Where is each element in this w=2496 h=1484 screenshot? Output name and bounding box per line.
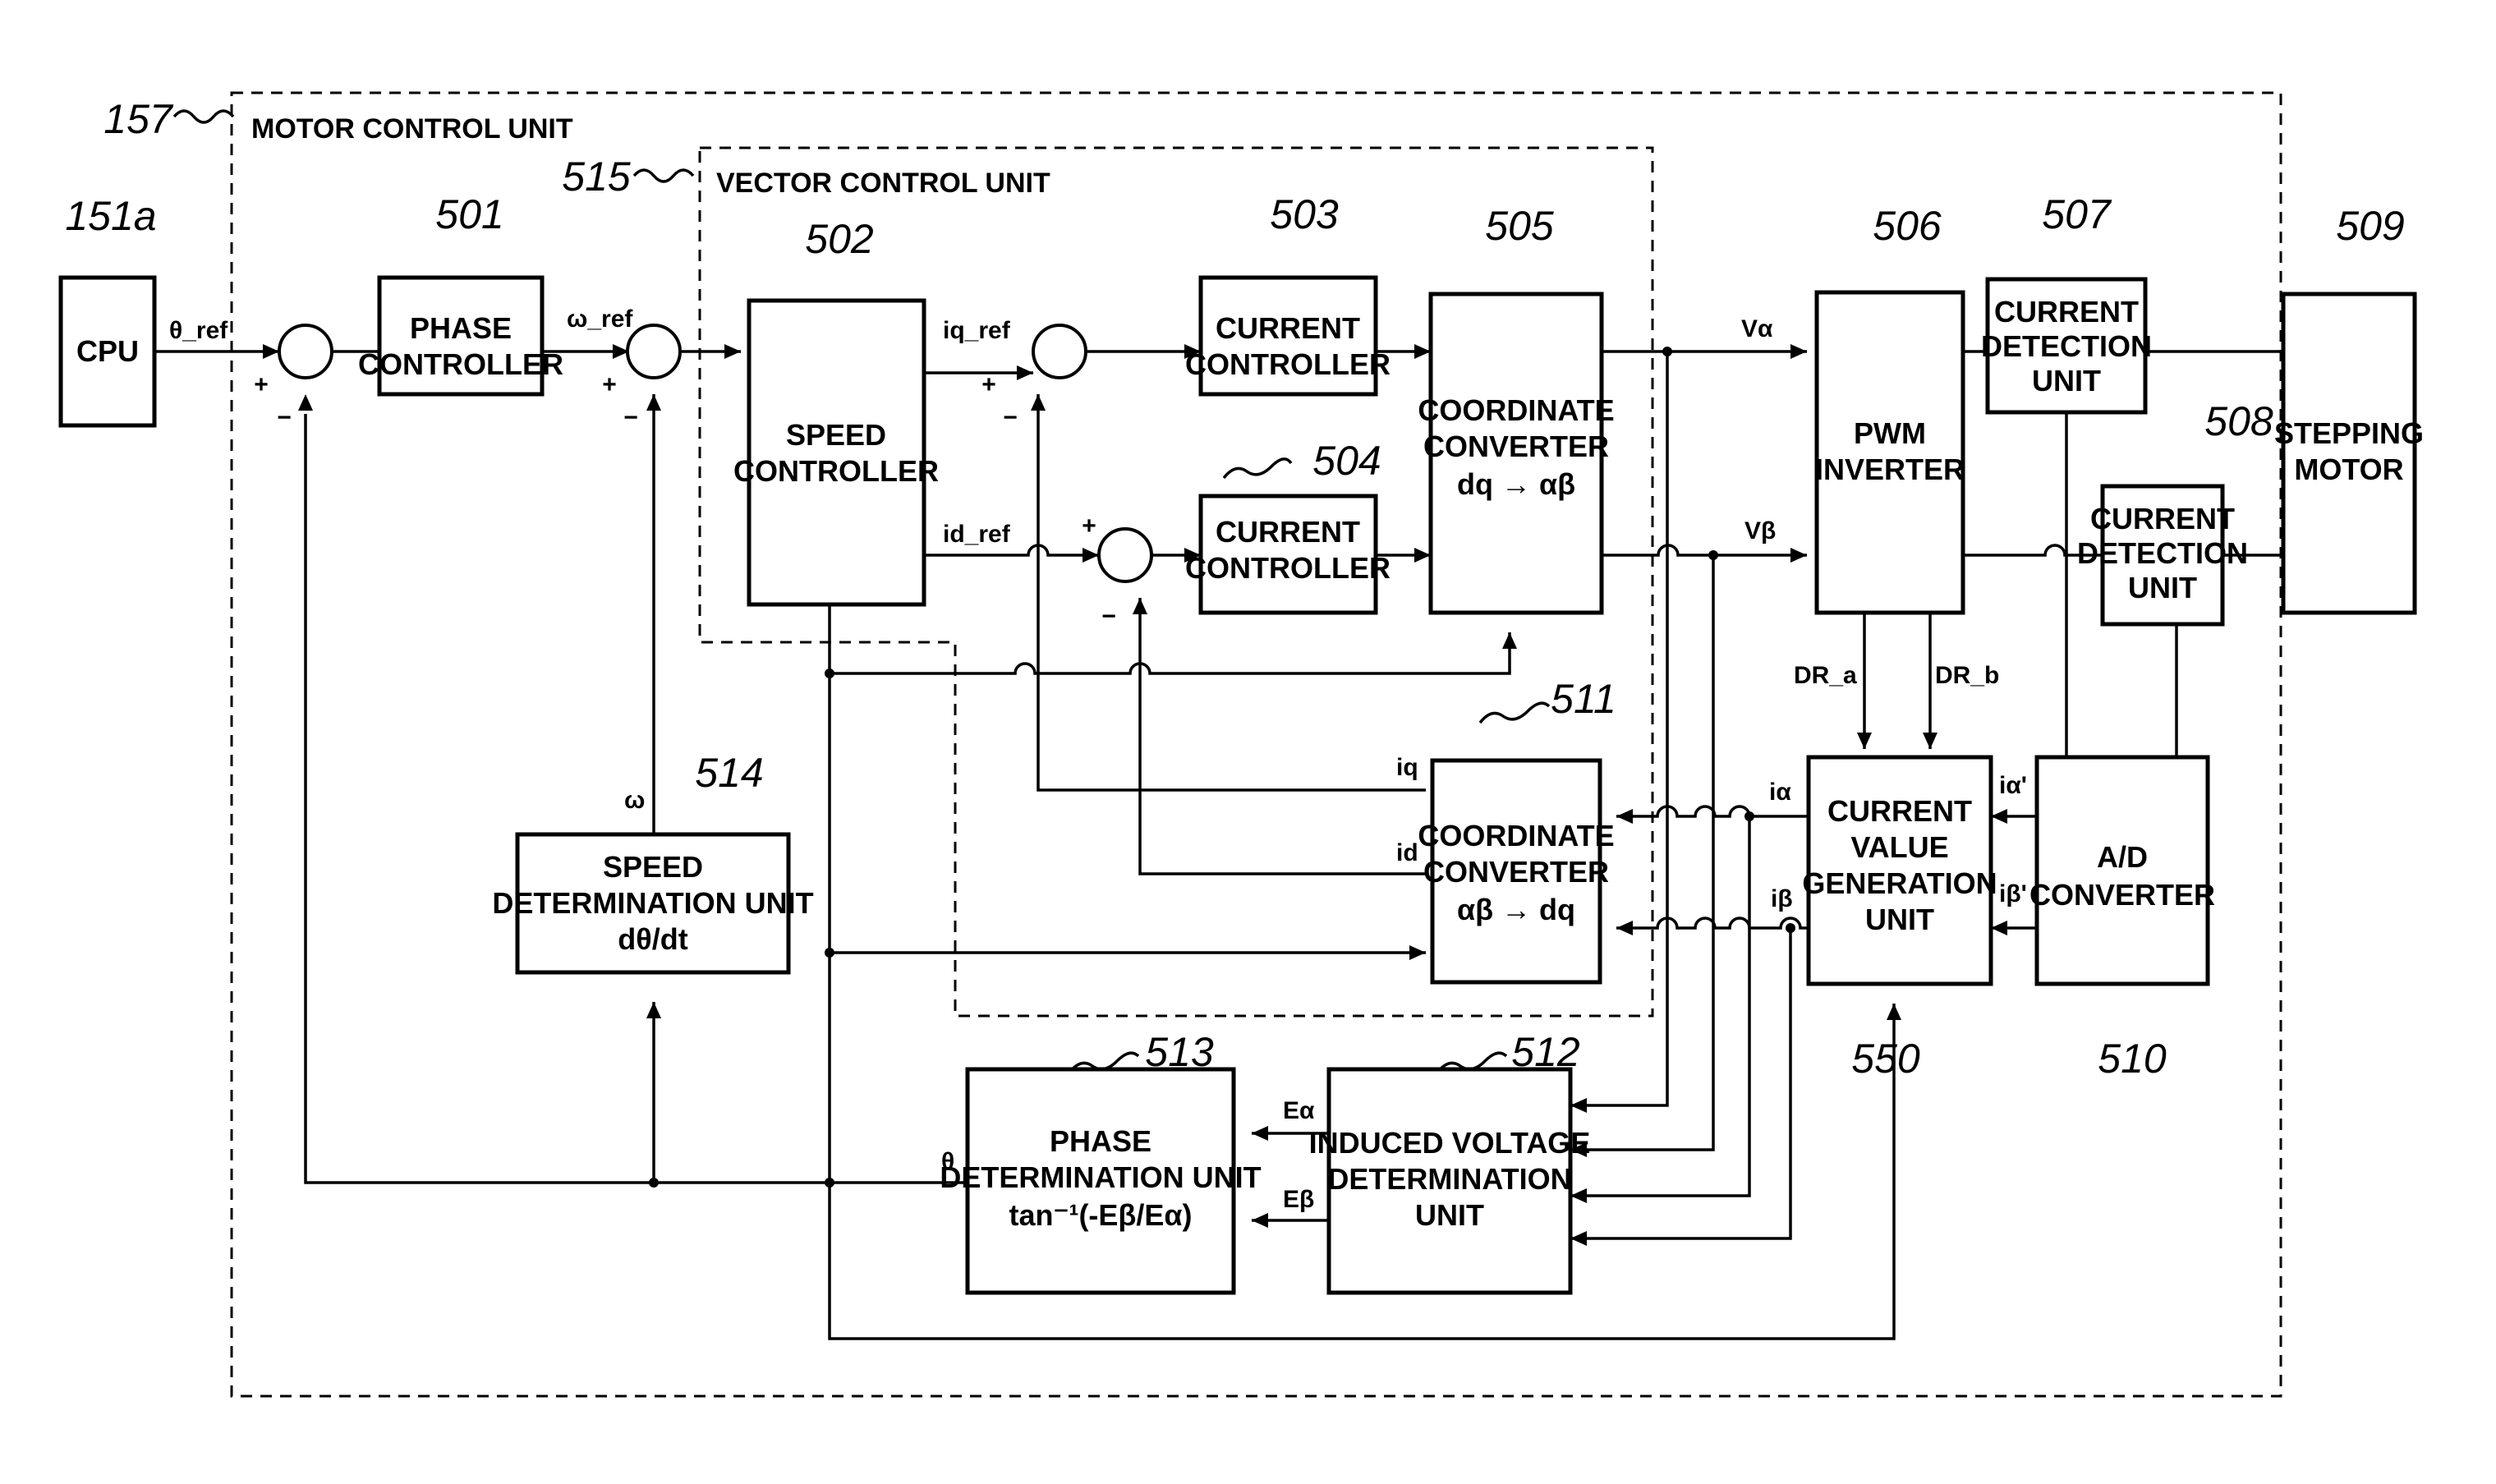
signal-e-alpha: Eα — [1283, 1097, 1315, 1124]
ad-converter-block: A/DCONVERTER — [2029, 757, 2215, 984]
signal-i-alpha: iα — [1769, 779, 1791, 806]
ref-514: 514 — [695, 750, 763, 796]
pwm-inverter-block: PWMINVERTER — [1815, 292, 1965, 613]
sign-marks: + − + − + − + − — [254, 371, 1116, 630]
induced-voltage-determination-unit-block: INDUCED VOLTAGEDETERMINATIONUNIT — [1309, 1069, 1591, 1293]
signal-i-beta-prime: iβ' — [1999, 880, 2027, 907]
signal-omega: ω — [624, 787, 645, 814]
ref-507: 507 — [2042, 191, 2112, 237]
ref-509: 509 — [2336, 203, 2404, 249]
vector-control-unit-title: VECTOR CONTROL UNIT — [716, 168, 1050, 199]
signal-i-beta: iβ — [1771, 885, 1793, 912]
signal-omega-ref: ω_ref — [567, 306, 633, 333]
ref-504-leader — [1224, 459, 1291, 478]
ref-151a: 151a — [65, 193, 156, 239]
sum-junction-phase — [279, 325, 332, 378]
ref-504: 504 — [1312, 438, 1381, 484]
stepping-motor-block: STEPPINGMOTOR — [2274, 294, 2424, 613]
ref-157: 157 — [103, 96, 174, 142]
ref-511-leader — [1480, 703, 1549, 723]
signal-v-beta: Vβ — [1744, 517, 1776, 544]
ref-510: 510 — [2098, 1036, 2167, 1082]
coordinate-converter-dq-ab-block: COORDINATECONVERTERdq → αβ — [1418, 294, 1614, 613]
sign-minus: − — [277, 404, 292, 431]
ref-157-leader — [174, 111, 233, 122]
ref-515: 515 — [562, 154, 631, 200]
signal-dr-b: DR_b — [1935, 662, 1999, 689]
ref-503: 503 — [1270, 191, 1339, 237]
cpu-block: CPU — [61, 278, 154, 425]
sum-junction-iq — [1033, 325, 1086, 378]
ref-506: 506 — [1873, 203, 1942, 249]
phase-determination-unit-block: PHASEDETERMINATION UNITtan⁻¹(-Eβ/Eα) — [940, 1069, 1261, 1293]
ref-511: 511 — [1551, 676, 1616, 722]
ref-550: 550 — [1851, 1036, 1920, 1082]
sign-plus: + — [602, 371, 617, 398]
sign-plus: + — [1082, 512, 1096, 540]
current-detection-unit-507-block: CURRENTDETECTIONUNIT — [1981, 279, 2152, 412]
sum-junction-speed — [627, 325, 680, 378]
svg-text:CPU: CPU — [76, 334, 139, 368]
current-controller-d-block: CURRENTCONTROLLER — [1185, 496, 1390, 613]
signal-iq: iq — [1396, 754, 1418, 781]
speed-determination-unit-block: SPEEDDETERMINATION UNITdθ/dt — [492, 834, 813, 972]
current-controller-q-block: CURRENTCONTROLLER — [1185, 278, 1390, 394]
signal-v-alpha: Vα — [1741, 315, 1773, 342]
sign-plus: + — [254, 371, 269, 398]
phase-controller-block: PHASECONTROLLER — [358, 278, 563, 394]
ref-515-leader — [634, 170, 693, 181]
signal-iq-ref: iq_ref — [943, 317, 1011, 344]
sign-minus: − — [1003, 404, 1018, 431]
ref-505: 505 — [1485, 203, 1554, 249]
signal-theta: θ — [941, 1148, 954, 1175]
sign-plus: + — [981, 371, 996, 398]
signal-id-ref: id_ref — [943, 521, 1011, 548]
speed-controller-block: SPEEDCONTROLLER — [733, 301, 939, 604]
sum-junction-id — [1099, 529, 1151, 581]
sign-minus: − — [1101, 603, 1116, 630]
current-value-generation-unit-block: CURRENTVALUEGENERATIONUNIT — [1802, 757, 1997, 984]
motor-control-unit-title: MOTOR CONTROL UNIT — [251, 113, 573, 145]
signal-dr-a: DR_a — [1794, 662, 1857, 689]
ref-501: 501 — [435, 191, 503, 237]
signal-i-alpha-prime: iα' — [1999, 772, 2027, 799]
ref-502: 502 — [805, 216, 874, 262]
signal-id: id — [1396, 839, 1418, 866]
current-detection-unit-508-block: CURRENTDETECTIONUNIT — [2077, 486, 2248, 624]
coordinate-converter-ab-dq-block: COORDINATECONVERTERαβ → dq — [1418, 760, 1614, 982]
signal-e-beta: Eβ — [1283, 1186, 1314, 1213]
signal-theta-ref: θ_ref — [169, 317, 228, 344]
sign-minus: − — [623, 404, 638, 431]
ref-508: 508 — [2204, 398, 2273, 444]
